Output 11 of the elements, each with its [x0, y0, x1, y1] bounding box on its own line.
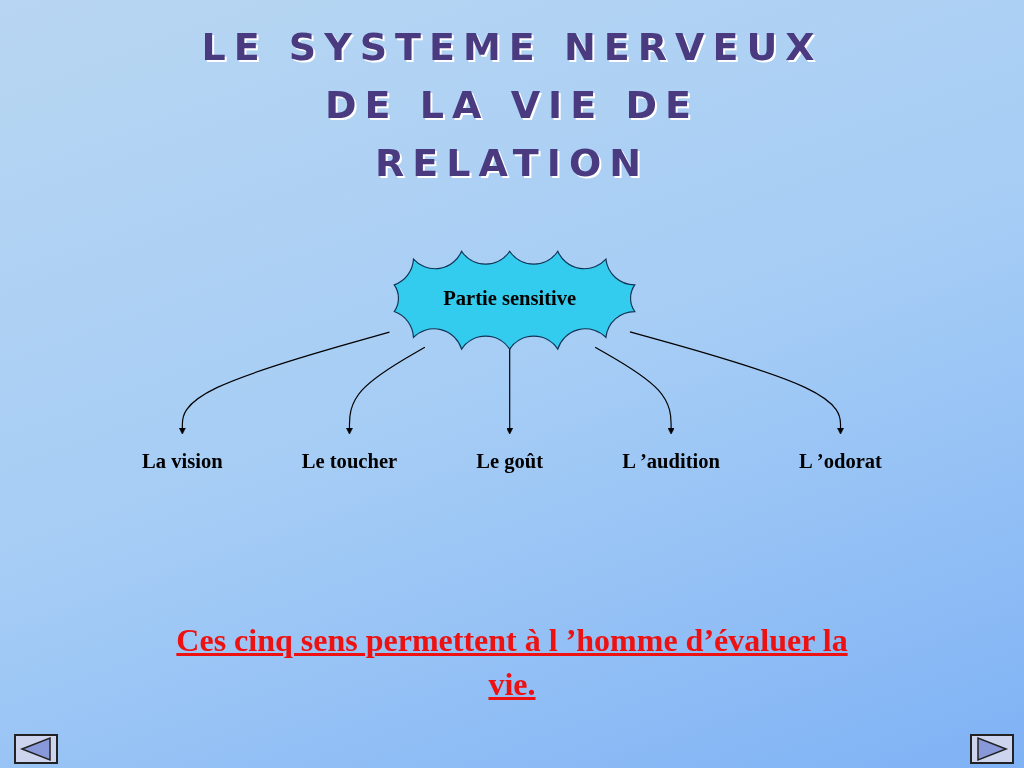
caption: Ces cinq sens permettent à l ’homme d’évaluer la vie.	[175, 621, 849, 704]
node-text: Le goût	[476, 450, 544, 473]
node-text: L ’audition	[622, 450, 720, 473]
arrow	[346, 346, 426, 435]
arrow	[629, 331, 844, 435]
arrow	[594, 346, 675, 435]
node-text: Le toucher	[301, 450, 398, 473]
node-text: La vision	[142, 450, 223, 473]
arrow	[178, 331, 391, 435]
title: LE SYSTEME NERVEUX DE LA VIE DE RELATION	[200, 24, 824, 187]
node-text: L ’odorat	[799, 450, 882, 473]
